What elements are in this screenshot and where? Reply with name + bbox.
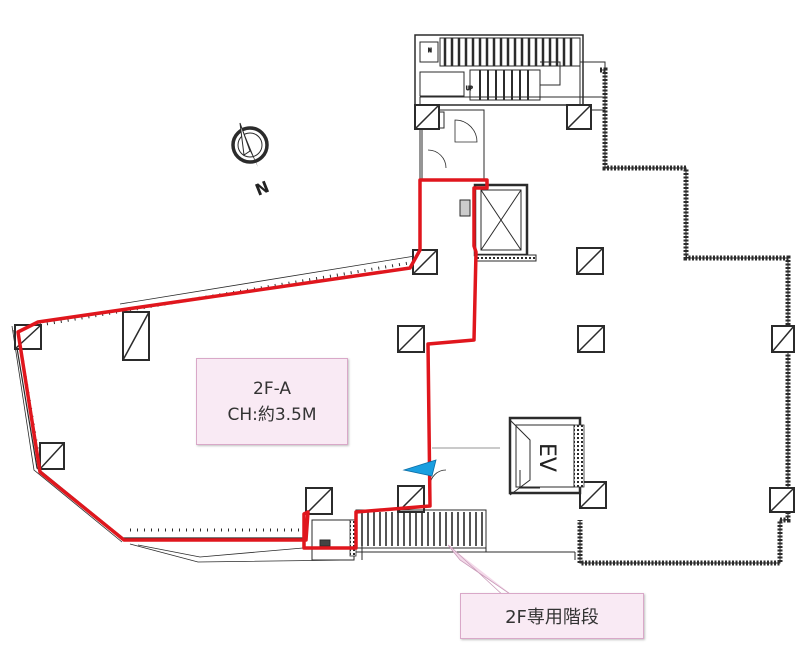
compass-label: N [252, 177, 272, 200]
elevator-car [508, 416, 585, 496]
column-10 [305, 487, 333, 515]
column-13 [771, 325, 795, 353]
stair-label: 2F専用階段 [505, 607, 599, 628]
column-14 [769, 487, 795, 513]
entrance-marker [402, 459, 437, 477]
unit-name: 2F-A [253, 378, 291, 399]
stair-callout-leader [447, 544, 517, 599]
svg-text:UP: UP [466, 86, 473, 92]
svg-text:N: N [428, 48, 432, 54]
column-2 [566, 104, 592, 130]
column-7 [122, 311, 150, 361]
column-6 [577, 325, 605, 353]
unit-ceiling-height: CH:約3.5M [227, 404, 317, 425]
elevator-shaft [459, 183, 537, 262]
stair-callout: 2F専用階段 [460, 593, 644, 639]
column-9 [39, 442, 65, 470]
tenant-boundary [16, 178, 489, 550]
unit-info-callout: 2F-A CH:約3.5M [196, 358, 348, 445]
column-4 [576, 247, 604, 275]
elevator-label: EV [534, 443, 559, 472]
column-5 [397, 325, 425, 353]
compass-icon [231, 122, 269, 167]
wall-ticks [18, 260, 416, 532]
top-staircase: N UP [414, 34, 606, 111]
column-1 [414, 104, 440, 130]
